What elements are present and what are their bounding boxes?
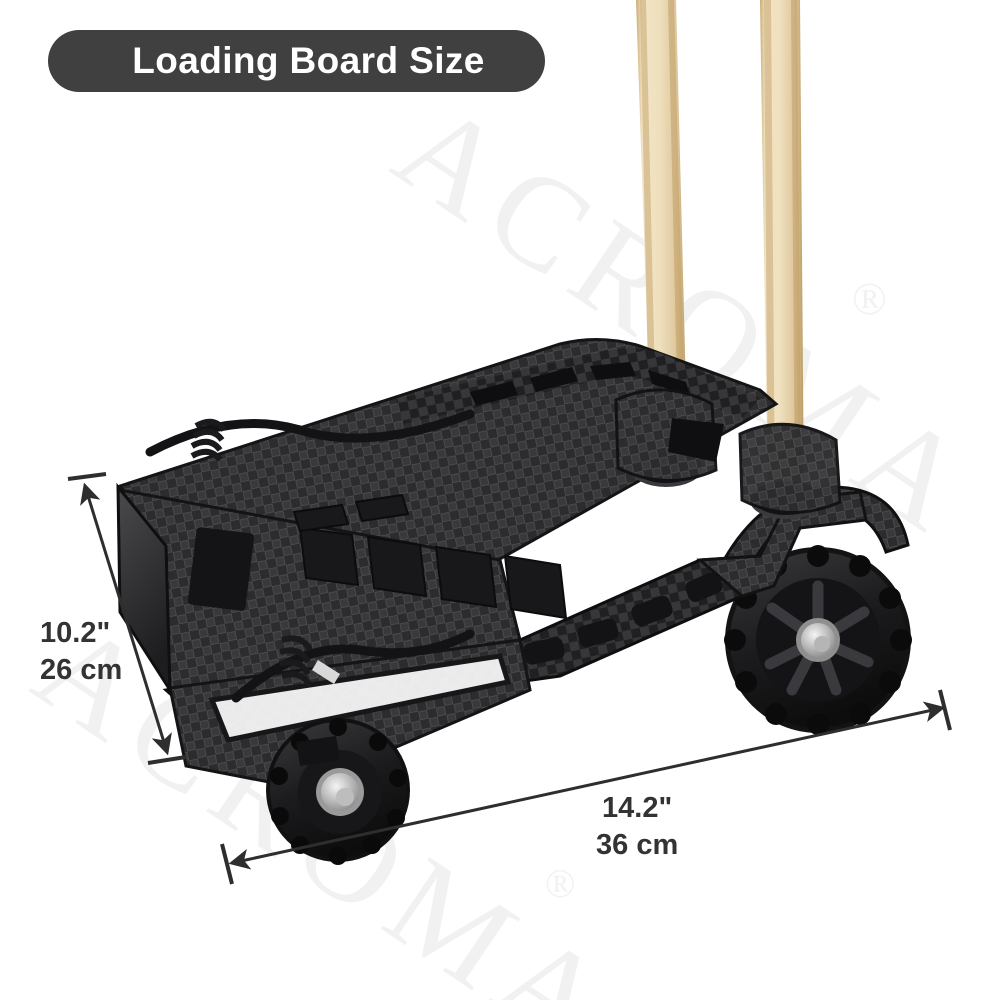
title-badge: Loading Board Size	[48, 30, 545, 92]
height-dimension-inches: 10.2"	[40, 617, 111, 649]
height-dimension-metric: 26 cm	[40, 654, 123, 687]
bungee-cord-lower	[231, 629, 475, 703]
width-dimension-inches: 14.2"	[602, 792, 673, 824]
handle-pole-right	[760, 0, 804, 505]
top-rail-slots	[470, 362, 690, 406]
height-dimension-label: 10.2" 26 cm	[40, 615, 122, 689]
bungee-metal-clip	[312, 660, 340, 684]
deck-slots	[298, 526, 568, 620]
deck-label-patch	[187, 527, 255, 611]
loading-board	[116, 338, 868, 790]
width-dimension-label: 14.2" 36 cm	[596, 790, 678, 864]
bungee-hook-lower	[279, 635, 313, 688]
width-dimension-metric: 36 cm	[596, 829, 679, 862]
front-wheel	[266, 718, 410, 865]
bungee-hook-upper	[190, 418, 227, 462]
title-badge-label: Loading Board Size	[132, 40, 485, 81]
